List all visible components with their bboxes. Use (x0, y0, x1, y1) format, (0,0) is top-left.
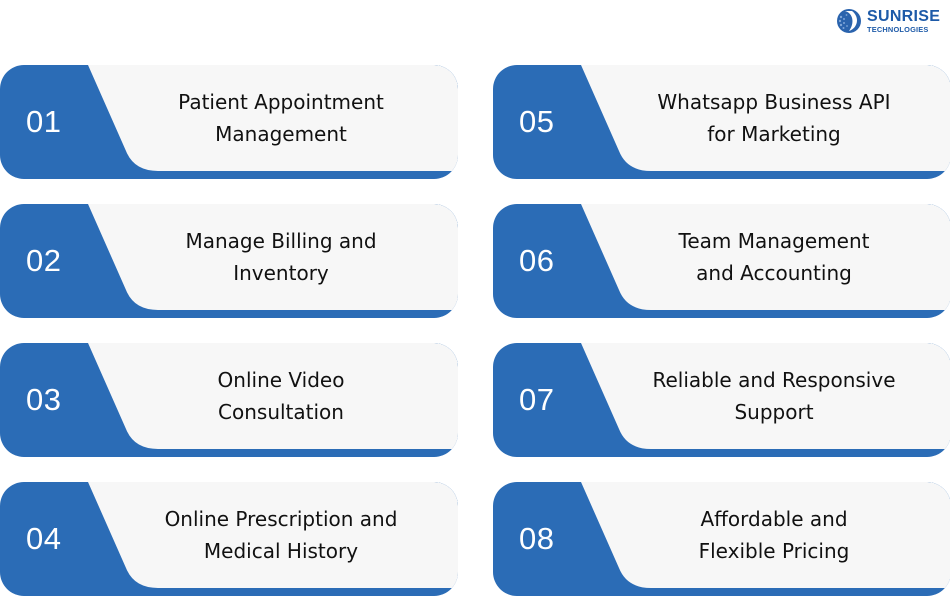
feature-label-line1: Affordable and (700, 507, 848, 531)
feature-label-line2: Consultation (218, 400, 344, 424)
feature-label: Affordable and Flexible Pricing (613, 482, 935, 588)
feature-number: 06 (519, 243, 555, 278)
feature-label: Team Management and Accounting (613, 204, 935, 310)
feature-label: Patient Appointment Management (120, 65, 442, 171)
feature-number: 04 (26, 521, 62, 556)
sunrise-technologies-logo: SUNRISE TECHNOLOGIES (836, 6, 948, 36)
feature-number: 01 (26, 104, 62, 139)
feature-card-panel (0, 65, 458, 171)
feature-label: Manage Billing and Inventory (120, 204, 442, 310)
feature-label-line2: Support (734, 400, 814, 424)
feature-card-01: 01 Patient Appointment Management (0, 65, 458, 179)
brand-subtitle: TECHNOLOGIES (867, 24, 929, 34)
feature-label: Online Video Consultation (120, 343, 442, 449)
brand-name: SUNRISE (867, 7, 941, 25)
feature-card-07: 07 Reliable and Responsive Support (493, 343, 950, 457)
feature-number: 07 (519, 382, 555, 417)
feature-card-05: 05 Whatsapp Business API for Marketing (493, 65, 950, 179)
feature-label-line1: Online Prescription and (164, 507, 398, 531)
feature-card-03: 03 Online Video Consultation (0, 343, 458, 457)
feature-label-line1: Team Management (678, 229, 870, 253)
feature-label-line2: Management (215, 122, 347, 146)
feature-card-panel (493, 65, 950, 171)
feature-card-08: 08 Affordable and Flexible Pricing (493, 482, 950, 596)
feature-card-panel (0, 204, 458, 310)
feature-label-line1: Patient Appointment (178, 90, 384, 114)
feature-card-panel (493, 343, 950, 449)
feature-card-06: 06 Team Management and Accounting (493, 204, 950, 318)
feature-card-panel (493, 482, 950, 588)
feature-label-line1: Online Video (217, 368, 345, 392)
feature-card-04: 04 Online Prescription and Medical Histo… (0, 482, 458, 596)
feature-label-line2: Medical History (203, 539, 359, 563)
feature-label: Reliable and Responsive Support (613, 343, 935, 449)
feature-number: 08 (519, 521, 555, 556)
feature-label-line1: Reliable and Responsive (652, 368, 896, 392)
feature-label-line1: Manage Billing and (185, 229, 377, 253)
feature-label: Whatsapp Business API for Marketing (613, 65, 935, 171)
sunrise-logo-icon (836, 8, 862, 34)
feature-label-line2: Inventory (233, 261, 329, 285)
feature-card-panel (493, 204, 950, 310)
feature-card-panel (0, 482, 458, 588)
feature-label: Online Prescription and Medical History (120, 482, 442, 588)
feature-number: 05 (519, 104, 555, 139)
feature-card-panel (0, 343, 458, 449)
feature-label-line2: and Accounting (696, 261, 852, 285)
feature-card-02: 02 Manage Billing and Inventory (0, 204, 458, 318)
feature-label-line2: Flexible Pricing (698, 539, 850, 563)
feature-number: 03 (26, 382, 62, 417)
feature-label-line2: for Marketing (707, 122, 841, 146)
feature-label-line1: Whatsapp Business API (657, 90, 891, 114)
feature-number: 02 (26, 243, 62, 278)
